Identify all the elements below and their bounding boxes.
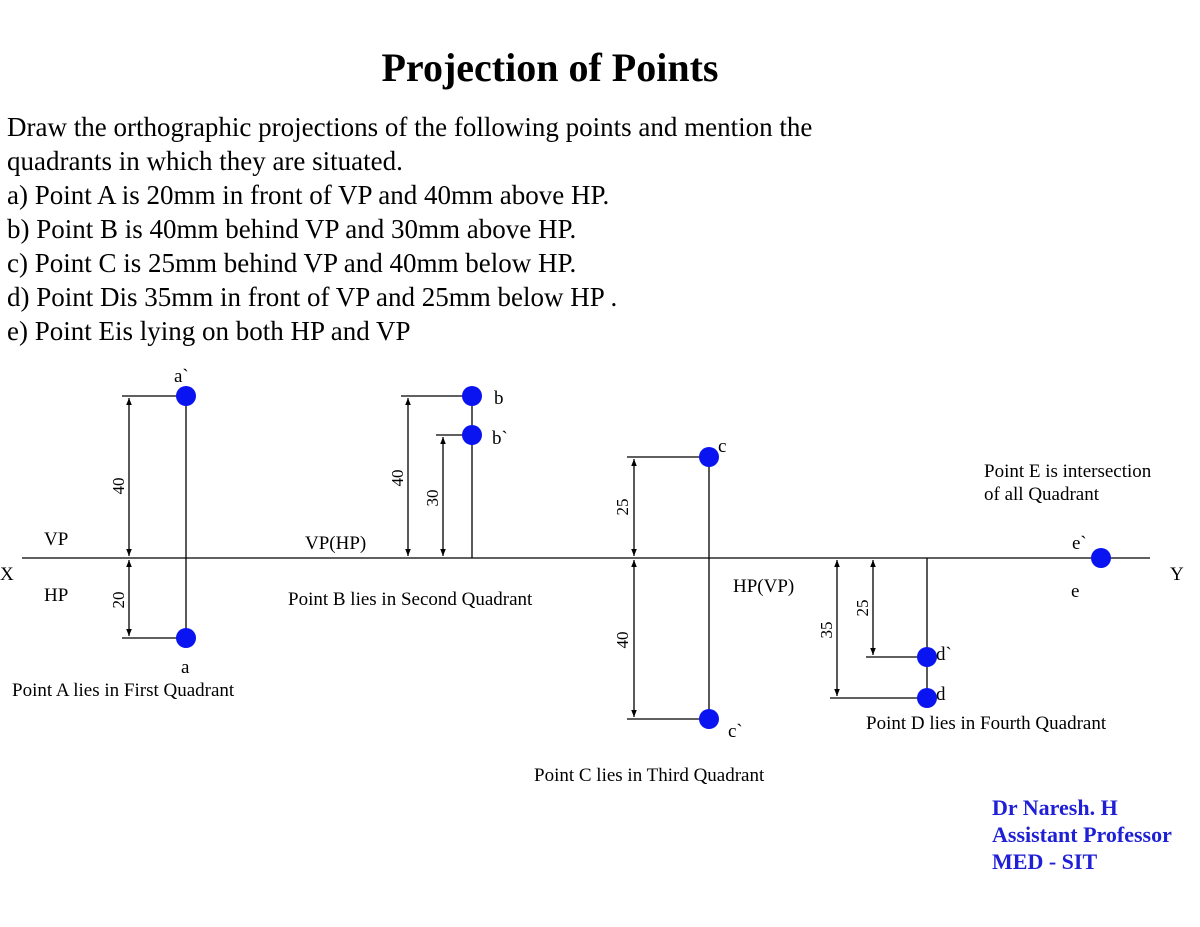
caption-point-c: Point C lies in Third Quadrant bbox=[534, 765, 765, 786]
problem-statement: Draw the orthographic projections of the… bbox=[7, 110, 1007, 348]
label-a-plan: a bbox=[181, 657, 190, 678]
author-department: MED - SIT bbox=[992, 849, 1098, 874]
author-name: Dr Naresh. H bbox=[992, 795, 1118, 820]
axis-label-y: Y bbox=[1170, 564, 1184, 585]
label-b-plan: b bbox=[494, 388, 504, 409]
dimension-text-25: 25 bbox=[853, 600, 872, 617]
label-hp-vp: HP(VP) bbox=[733, 576, 794, 597]
label-vp: VP bbox=[44, 529, 68, 550]
label-e-elevation: e` bbox=[1072, 533, 1087, 554]
label-e-plan: e bbox=[1071, 581, 1079, 602]
caption-point-a: Point A lies in First Quadrant bbox=[12, 680, 235, 701]
point-d-elevation bbox=[917, 647, 937, 667]
label-vp-hp: VP(HP) bbox=[305, 533, 366, 554]
label-d-plan: d bbox=[936, 684, 946, 705]
point-b-elevation bbox=[462, 425, 482, 445]
point-a-elevation bbox=[176, 386, 196, 406]
dimension-text-40: 40 bbox=[109, 478, 128, 495]
problem-line: d) Point Dis 35mm in front of VP and 25m… bbox=[7, 282, 618, 312]
point-c-plan bbox=[699, 447, 719, 467]
label-a-elevation: a` bbox=[174, 366, 189, 387]
point-d-plan bbox=[917, 688, 937, 708]
axis-label-x: X bbox=[0, 564, 14, 585]
note-point-e-line2: of all Quadrant bbox=[984, 484, 1100, 505]
problem-line: b) Point B is 40mm behind VP and 30mm ab… bbox=[7, 214, 577, 244]
caption-point-b: Point B lies in Second Quadrant bbox=[288, 589, 533, 610]
dimension-text-40: 40 bbox=[613, 632, 632, 649]
point-a-plan bbox=[176, 628, 196, 648]
label-d-elevation: d` bbox=[936, 644, 952, 665]
label-b-elevation: b` bbox=[492, 428, 508, 449]
dimension-text-35: 35 bbox=[817, 622, 836, 639]
label-hp: HP bbox=[44, 585, 68, 606]
problem-line: Draw the orthographic projections of the… bbox=[7, 112, 813, 142]
note-point-e-line1: Point E is intersection bbox=[984, 461, 1152, 482]
problem-line: c) Point C is 25mm behind VP and 40mm be… bbox=[7, 248, 577, 278]
page-title: Projection of Points bbox=[381, 45, 719, 90]
label-c-plan: c bbox=[718, 436, 726, 457]
caption-point-d: Point D lies in Fourth Quadrant bbox=[866, 713, 1107, 734]
dimension-text-25: 25 bbox=[613, 499, 632, 516]
problem-line: e) Point Eis lying on both HP and VP bbox=[7, 316, 411, 346]
problem-line: a) Point A is 20mm in front of VP and 40… bbox=[7, 180, 610, 210]
point-b-plan bbox=[462, 386, 482, 406]
author-credit: Dr Naresh. H Assistant Professor MED - S… bbox=[992, 794, 1172, 875]
point-c-elevation bbox=[699, 709, 719, 729]
author-role: Assistant Professor bbox=[992, 822, 1172, 847]
label-c-elevation: c` bbox=[728, 721, 743, 742]
point-e bbox=[1091, 548, 1111, 568]
dimension-text-30: 30 bbox=[423, 490, 442, 507]
problem-line: quadrants in which they are situated. bbox=[7, 146, 403, 176]
dimension-text-20: 20 bbox=[109, 592, 128, 609]
dimension-text-40: 40 bbox=[388, 470, 407, 487]
